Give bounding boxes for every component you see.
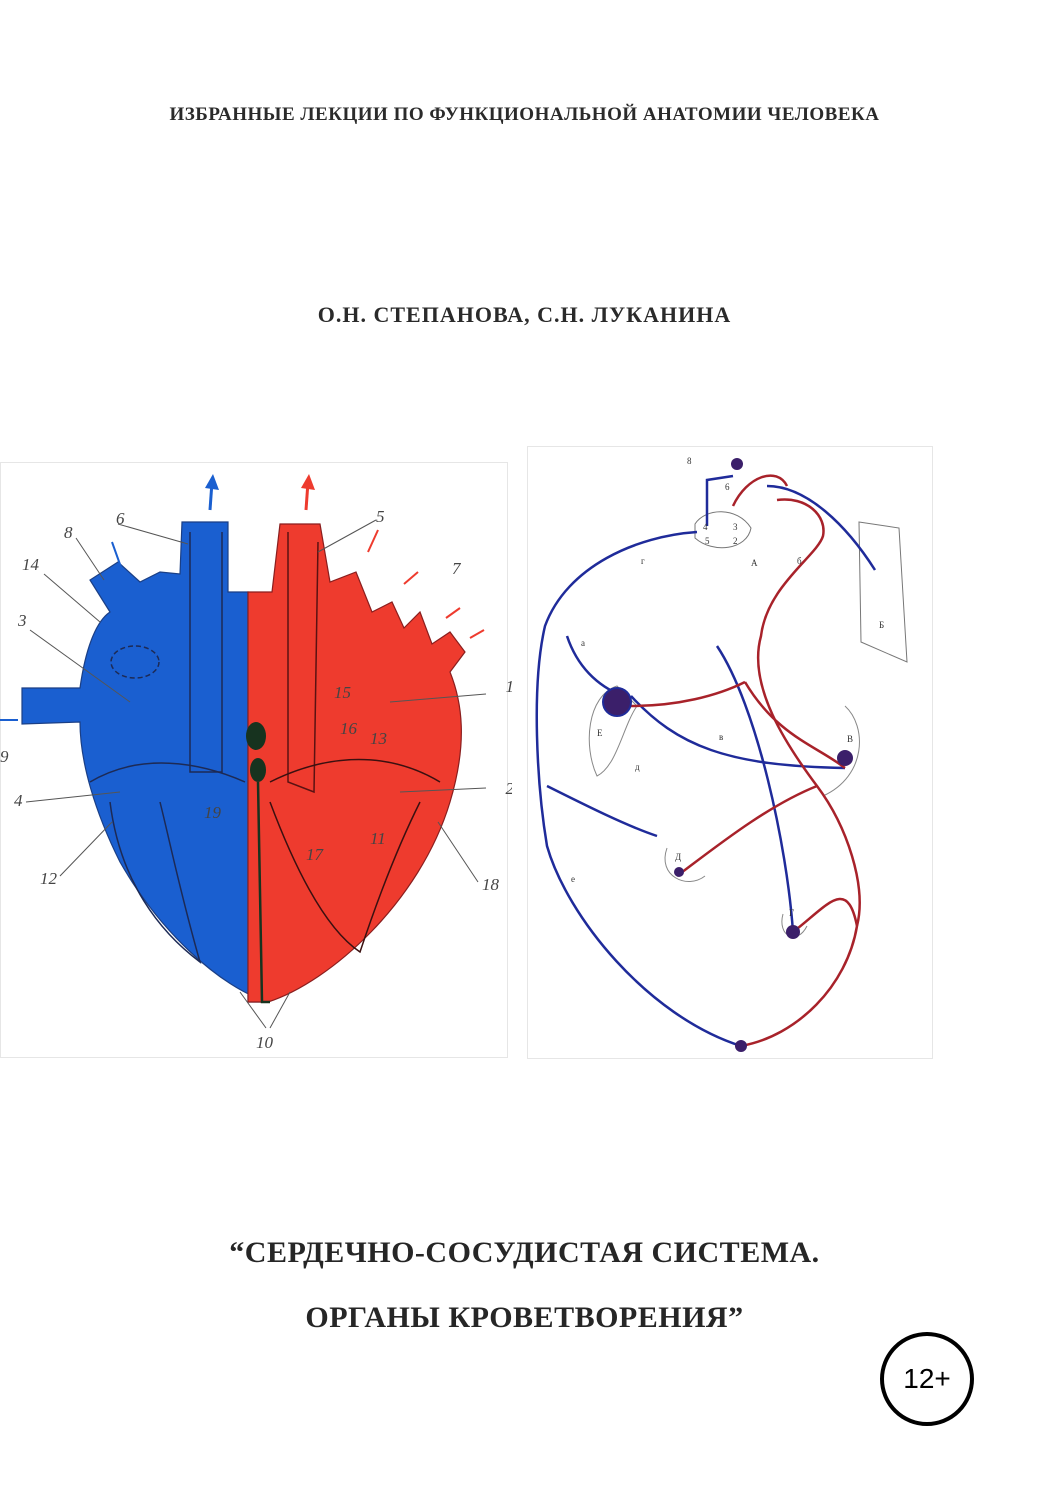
svg-text:3: 3 xyxy=(17,611,27,630)
svg-text:9: 9 xyxy=(0,747,9,766)
svg-text:Г: Г xyxy=(789,908,794,918)
svg-text:е: е xyxy=(571,874,575,884)
left-heart-arterial xyxy=(247,523,466,1003)
svg-text:8: 8 xyxy=(687,456,692,466)
svg-text:Б: Б xyxy=(879,620,884,630)
age-rating-badge: 12+ xyxy=(880,1332,974,1426)
svg-text:7: 7 xyxy=(452,559,462,578)
svg-text:13: 13 xyxy=(370,729,387,748)
svg-text:д: д xyxy=(635,762,640,772)
svg-text:Д: Д xyxy=(675,852,681,862)
svg-text:в: в xyxy=(719,732,723,742)
svg-text:17: 17 xyxy=(306,845,325,864)
book-title-line-1: “СЕРДЕЧНО-СОСУДИСТАЯ СИСТЕМА. xyxy=(229,1236,820,1269)
series-title: ИЗБРАННЫЕ ЛЕКЦИИ ПО ФУНКЦИОНАЛЬНОЙ АНАТО… xyxy=(169,104,880,125)
svg-text:2: 2 xyxy=(733,536,738,546)
svg-text:16: 16 xyxy=(340,719,358,738)
svg-text:11: 11 xyxy=(370,829,386,848)
svg-text:19: 19 xyxy=(204,803,222,822)
svg-text:6: 6 xyxy=(116,509,125,528)
svg-text:3: 3 xyxy=(733,522,738,532)
svg-text:4: 4 xyxy=(703,522,708,532)
svg-text:18: 18 xyxy=(482,875,500,894)
svg-text:14: 14 xyxy=(22,555,40,574)
svg-text:б: б xyxy=(797,556,802,566)
svg-text:В: В xyxy=(847,734,853,744)
svg-text:12: 12 xyxy=(40,869,58,888)
svg-text:10: 10 xyxy=(256,1033,274,1052)
svg-text:1: 1 xyxy=(506,677,513,696)
svg-text:г: г xyxy=(641,556,645,566)
svg-text:5: 5 xyxy=(376,507,385,526)
svg-text:15: 15 xyxy=(334,683,351,702)
svg-text:6: 6 xyxy=(725,482,730,492)
svg-text:а: а xyxy=(581,638,585,648)
svg-text:4: 4 xyxy=(14,791,23,810)
circulation-diagram: 8 6 4 5 3 2 А Б В Г Д Е а б в г д е xyxy=(527,446,935,1062)
svg-text:8: 8 xyxy=(64,523,73,542)
svg-text:Е: Е xyxy=(597,728,603,738)
svg-text:5: 5 xyxy=(705,536,710,546)
svg-text:2: 2 xyxy=(506,779,513,798)
authors: О.Н. СТЕПАНОВА, С.Н. ЛУКАНИНА xyxy=(317,302,732,327)
book-title-line-2: ОРГАНЫ КРОВЕТВОРЕНИЯ” xyxy=(305,1301,744,1334)
heart-diagram: 1 2 3 4 5 6 7 8 9 10 11 12 13 14 15 16 1… xyxy=(0,462,512,1062)
svg-text:А: А xyxy=(751,558,758,568)
